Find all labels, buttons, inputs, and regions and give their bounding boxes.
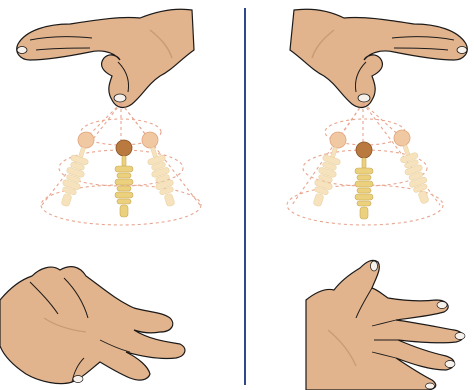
left-pendulum-ghost-left bbox=[56, 130, 97, 209]
left-panel bbox=[0, 9, 201, 383]
right-panel bbox=[287, 9, 467, 390]
left-pendulum-active bbox=[115, 140, 133, 217]
left-pinching-hand bbox=[17, 9, 194, 107]
left-pendulum-ghost-right bbox=[139, 130, 180, 209]
right-pendulum-active bbox=[355, 142, 373, 219]
right-pinching-hand bbox=[290, 9, 467, 107]
right-pendulum-ghost-left bbox=[308, 130, 349, 209]
left-relaxed-hand bbox=[0, 267, 185, 384]
right-pendulum-ghost-right bbox=[391, 127, 434, 206]
right-open-hand bbox=[306, 260, 465, 390]
